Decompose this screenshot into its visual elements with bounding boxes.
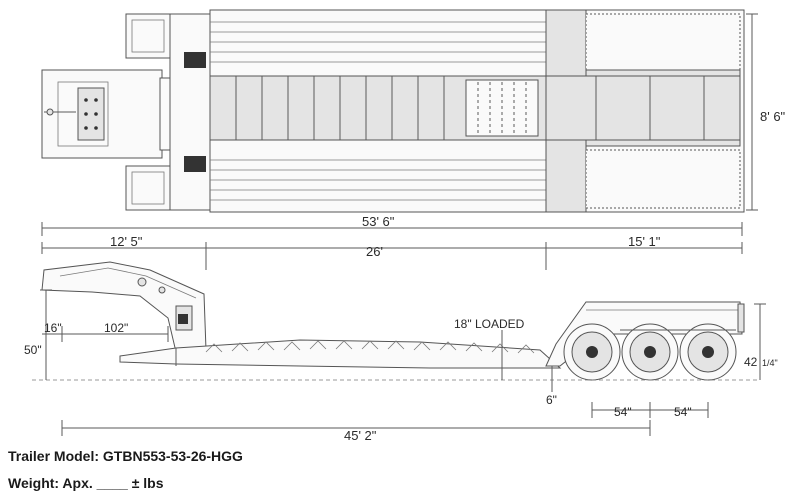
width-label: 8' 6"	[760, 109, 786, 124]
swing-clearance-label: 16"	[44, 321, 62, 335]
wheelbase-label: 45' 2"	[344, 428, 377, 443]
deck-length-label: 26'	[366, 244, 383, 259]
gooseneck-length-label: 12' 5"	[110, 234, 143, 249]
top-view: 8' 6"	[41, 9, 786, 213]
rear-length-label: 15' 1"	[628, 234, 661, 249]
ground-clearance-label: 6"	[546, 393, 557, 407]
rear-deck-height-label: 42	[744, 355, 758, 369]
kingpin-setting-label: 102"	[104, 321, 128, 335]
overall-length-label: 53' 6"	[362, 214, 395, 229]
side-view	[32, 261, 760, 381]
trailer-model-text: Trailer Model: GTBN553-53-26-HGG	[8, 448, 243, 464]
gooseneck-height-label: 50"	[24, 343, 42, 357]
weight-text: Weight: Apx. ____ ± lbs	[8, 475, 164, 491]
rear-deck-height-fraction: 1/4"	[762, 358, 778, 368]
deck-height-label: 18" LOADED	[454, 317, 525, 331]
side-dimensions: 50" 16" 102" 18" LOADED 6" 42 1/4" 54" 5…	[24, 289, 778, 443]
axle-spacing-2-label: 54"	[674, 405, 692, 419]
axle-spacing-1-label: 54"	[614, 405, 632, 419]
length-dimensions: 53' 6" 12' 5" 26' 15' 1"	[41, 214, 743, 270]
